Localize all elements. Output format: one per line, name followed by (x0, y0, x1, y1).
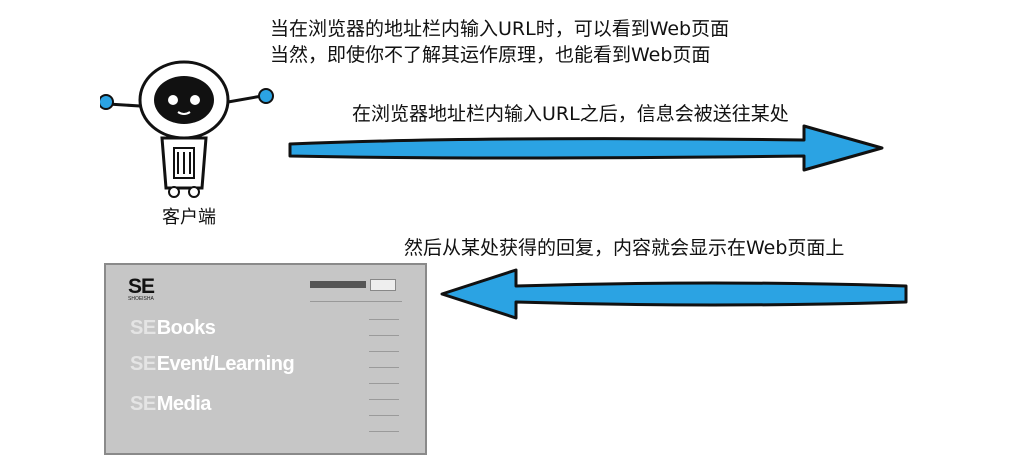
brand-event-learning: SEEvent/Learning (130, 353, 295, 375)
header-button (370, 279, 396, 291)
caption-line-2: 当然，即使你不了解其运作原理，也能看到Web页面 (270, 44, 711, 66)
response-arrow (440, 268, 908, 320)
menu-item (369, 345, 399, 352)
client-label: 客户端 (162, 207, 216, 228)
menu-item (369, 329, 399, 336)
menu-item (369, 409, 399, 416)
menu-item (369, 377, 399, 384)
brand-media: SEMedia (130, 393, 211, 415)
header-banner (310, 281, 366, 288)
request-arrow (288, 124, 884, 172)
menu-item (369, 313, 399, 320)
site-logo: SE SHOEISHA (128, 275, 155, 302)
request-caption: 在浏览器地址栏内输入URL之后，信息会被送往某处 (352, 103, 789, 125)
web-page-screenshot: SE SHOEISHA SEBooks SEEvent/Learning SEM… (104, 263, 427, 455)
caption-line-1: 当在浏览器的地址栏内输入URL时，可以看到Web页面 (270, 18, 730, 40)
menu-item (369, 425, 399, 432)
response-caption: 然后从某处获得的回复，内容就会显示在Web页面上 (404, 237, 845, 259)
header-note (310, 293, 402, 302)
robot-client-icon (100, 60, 274, 198)
menu-item (369, 361, 399, 368)
brand-books: SEBooks (130, 317, 216, 339)
menu-item (369, 393, 399, 400)
